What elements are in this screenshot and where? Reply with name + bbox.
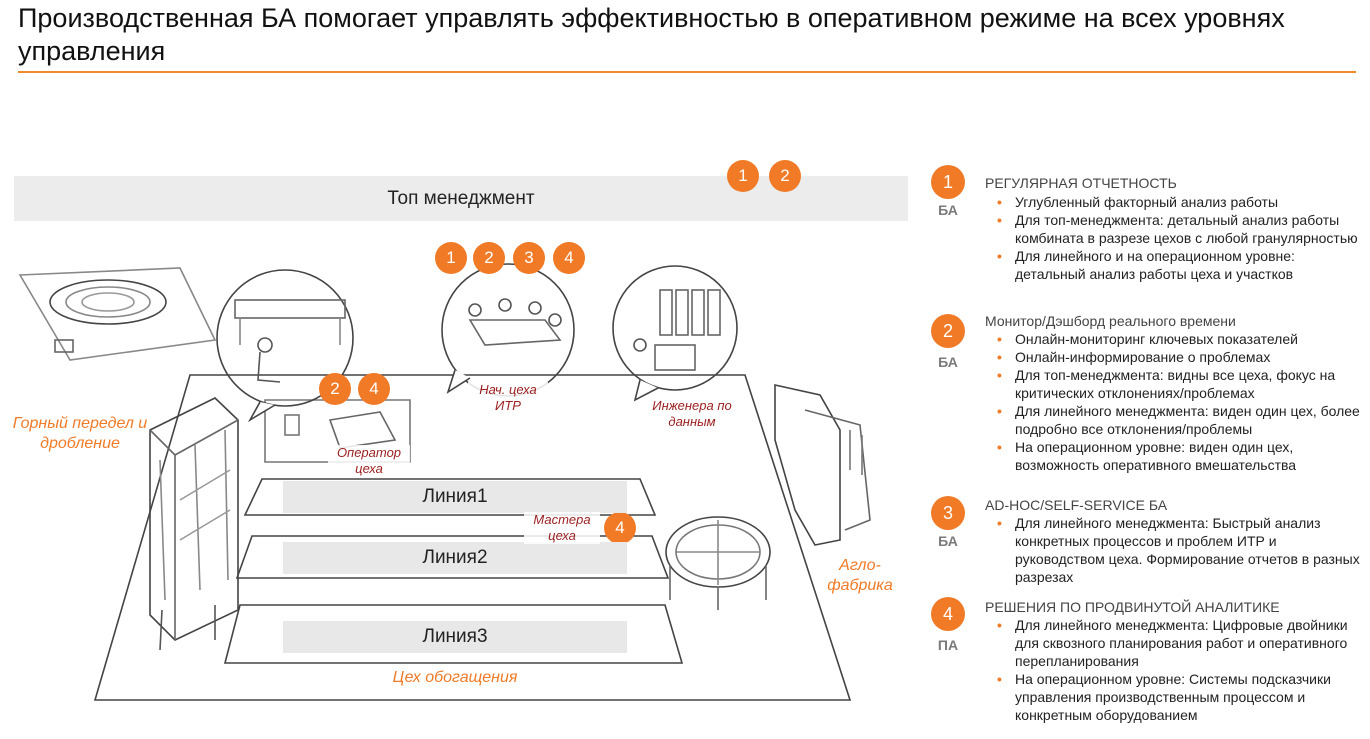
masters-badge-4: 4 [604,512,636,544]
line-2: Линия2 [283,542,627,574]
legend-2-bullet-1: Онлайн-мониторинг ключевых показателей [985,330,1360,348]
area-mining: Горный передел и дробление [12,415,148,452]
legend-badge-4: 4 [931,597,965,631]
top-band-badge-1: 1 [727,160,759,192]
legend-heading-2: Монитор/Дэшборд реального времени [985,313,1236,329]
legend-2-bullet-4: Для линейного менеджмента: виден один це… [985,402,1360,438]
legend-3-bullet-1: Для линейного менеджмента: Быстрый анали… [985,514,1360,586]
legend-1-bullet-2: Для топ-менеджмента: детальный анализ ра… [985,211,1360,247]
role-masters: Мастера цеха [524,512,600,544]
legend-type-1: БА [938,202,958,218]
meeting-badge-3: 3 [513,242,545,274]
legend-type-4: ПА [937,637,959,653]
line-3: Линия3 [283,621,627,653]
title-divider [18,71,1356,73]
legend-type-3: БА [938,533,958,549]
legend-heading-1: РЕГУЛЯРНАЯ ОТЧЕТНОСТЬ [985,175,1177,191]
page-title: Производственная БА помогает управлять э… [18,3,1285,66]
area-agglo: Агло- фабрика [827,557,893,594]
top-band-badge-2: 2 [769,160,801,192]
legend-2-bullet-2: Онлайн-информирование о проблемах [985,348,1360,366]
meeting-badge-1: 1 [435,242,467,274]
top-management-band: Топ менеджмент [14,176,908,221]
legend-4-bullet-1: Для линейного менеджмента: Цифровые двой… [985,616,1360,670]
legend-heading-3: AD-HOC/SELF-SERVICE БА [985,497,1168,513]
plant-illustration [18,263,871,701]
role-engineers: Инженера по данным [640,398,744,430]
line-1: Линия1 [283,481,627,513]
role-heads: Нач. цеха ИТР [468,382,548,414]
legend-2-bullet-5: На операционном уровне: виден один цех, … [985,438,1360,474]
area-enrichment: Цех обогащения [392,669,518,686]
role-operator: Оператор цеха [328,445,410,477]
meeting-badge-4: 4 [553,242,585,274]
meeting-badge-2: 2 [473,242,505,274]
legend-4-bullet-2: На операционном уровне: Системы подсказч… [985,670,1360,724]
operator-badge-4: 4 [358,373,390,405]
legend-1-bullet-1: Углубленный факторный анализ работы [985,193,1360,211]
legend-type-2: БА [938,354,958,370]
operator-badge-2: 2 [319,373,351,405]
legend-badge-1: 1 [931,165,965,199]
legend-heading-4: РЕШЕНИЯ ПО ПРОДВИНУТОЙ АНАЛИТИКЕ [985,599,1280,615]
legend-1-bullet-3: Для линейного и на операционном уровне: … [985,247,1360,283]
legend-2-bullet-3: Для топ-менеджмента: видны все цеха, фок… [985,366,1360,402]
legend-badge-3: 3 [931,496,965,530]
legend-badge-2: 2 [931,314,965,348]
